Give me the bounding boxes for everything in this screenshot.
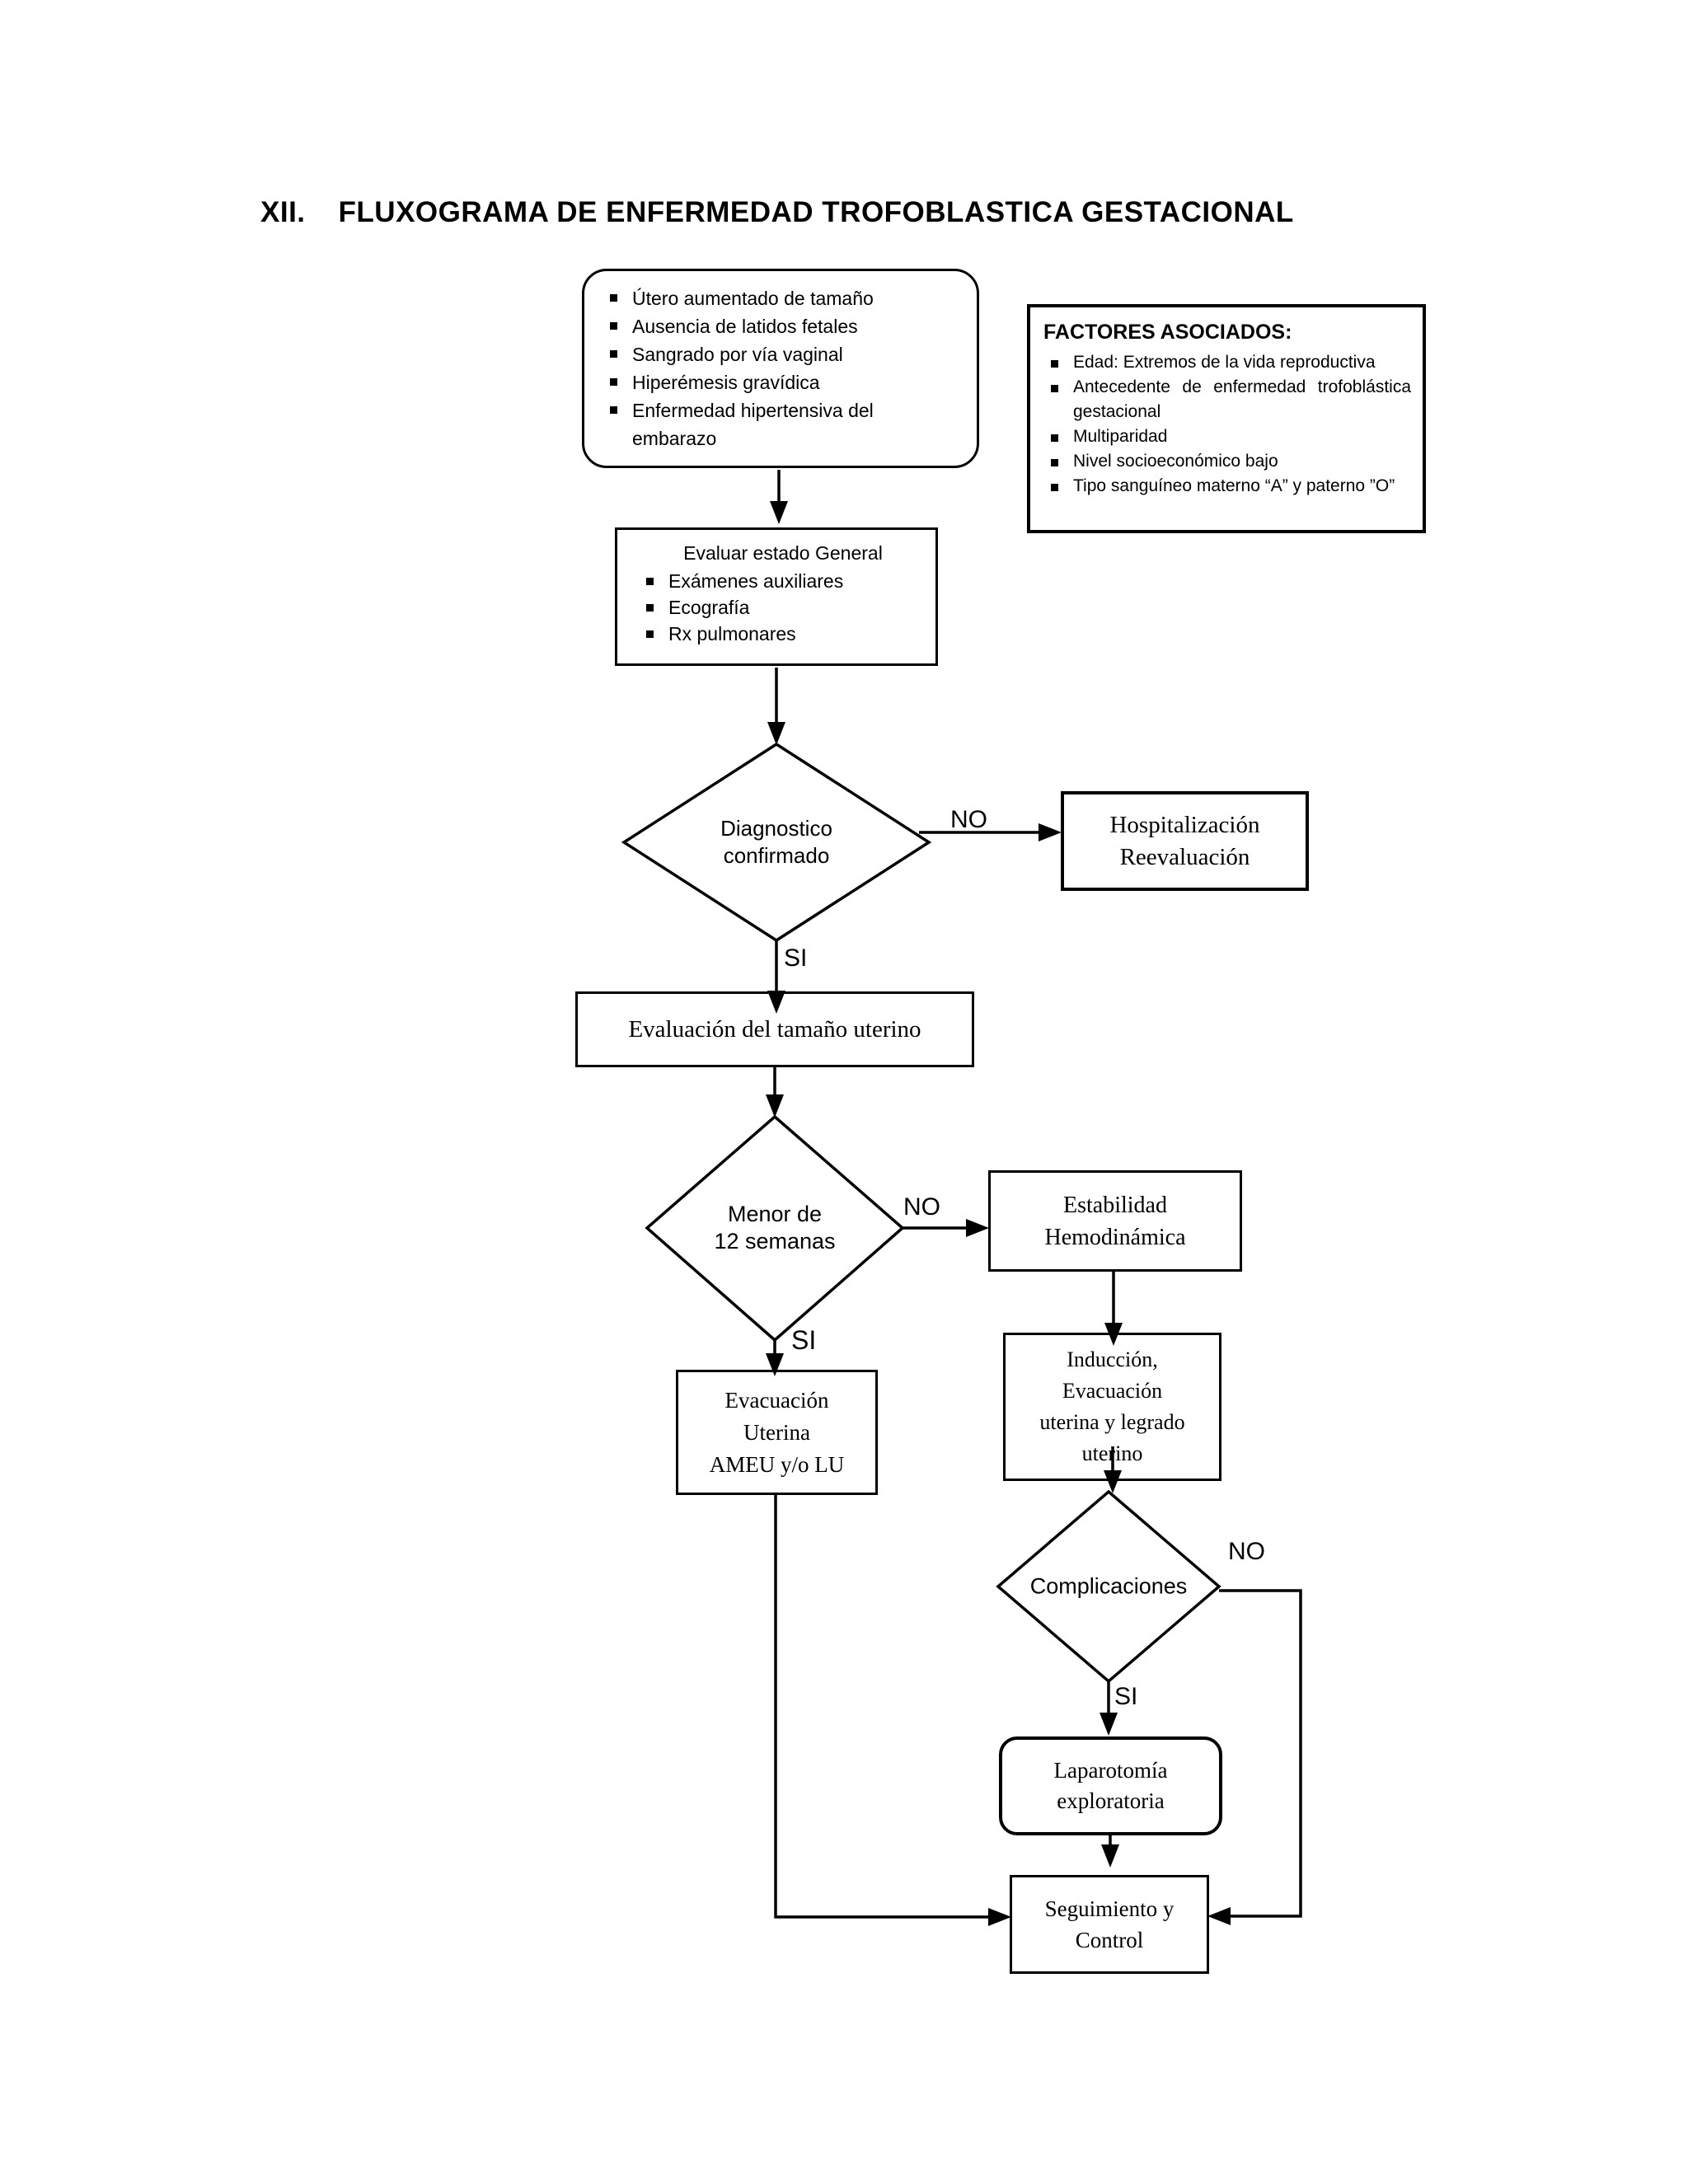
factor-item: Antecedente de enfermedad trofoblástica … (1043, 375, 1411, 424)
induccion-box: Inducción, Evacuación uterina y legrado … (1003, 1333, 1221, 1481)
factor-item: Multiparidad (1043, 424, 1411, 449)
laparotomia-box: Laparotomía exploratoria (999, 1736, 1222, 1835)
seguimiento-box: Seguimiento y Control (1010, 1875, 1209, 1974)
title-text: FLUXOGRAMA DE ENFERMEDAD TROFOBLASTICA G… (338, 196, 1294, 228)
symptom-item: Enfermedad hipertensiva del embarazo (603, 396, 965, 452)
symptom-item: Ausencia de latidos fetales (603, 312, 965, 340)
evaluar-list: Exámenes auxiliares Ecografía Rx pulmona… (639, 568, 927, 647)
factor-item: Tipo sanguíneo materno “A” y paterno ”O” (1043, 474, 1411, 499)
evaluar-item: Ecografía (639, 594, 927, 621)
evaluar-heading: Evaluar estado General (683, 542, 883, 564)
factores-list: Edad: Extremos de la vida reproductiva A… (1043, 350, 1411, 499)
factor-item: Nivel socioeconómico bajo (1043, 449, 1411, 474)
factores-box: FACTORES ASOCIADOS: Edad: Extremos de la… (1027, 304, 1426, 533)
symptom-item: Útero aumentado de tamaño (603, 284, 965, 312)
hospitalizacion-box: Hospitalización Reevaluación (1061, 791, 1309, 891)
title-numeral: XII. (260, 196, 306, 228)
factores-heading: FACTORES ASOCIADOS: (1043, 321, 1292, 344)
symptom-item: Sangrado por vía vaginal (603, 340, 965, 368)
evacuacion-box: Evacuación Uterina AMEU y/o LU (676, 1370, 878, 1495)
evaluar-box: Evaluar estado General Exámenes auxiliar… (615, 527, 938, 666)
symptom-item: Hiperémesis gravídica (603, 368, 965, 396)
symptoms-list: Útero aumentado de tamaño Ausencia de la… (603, 284, 965, 452)
factor-item: Edad: Extremos de la vida reproductiva (1043, 350, 1411, 375)
evaluacion-tamano-box: Evaluación del tamaño uterino (575, 991, 974, 1067)
evaluar-item: Exámenes auxiliares (639, 568, 927, 594)
page-title: XII. FLUXOGRAMA DE ENFERMEDAD TROFOBLAST… (260, 196, 1294, 229)
evaluar-item: Rx pulmonares (639, 621, 927, 647)
symptoms-box: Útero aumentado de tamaño Ausencia de la… (582, 269, 979, 468)
estabilidad-box: Estabilidad Hemodinámica (988, 1170, 1242, 1272)
